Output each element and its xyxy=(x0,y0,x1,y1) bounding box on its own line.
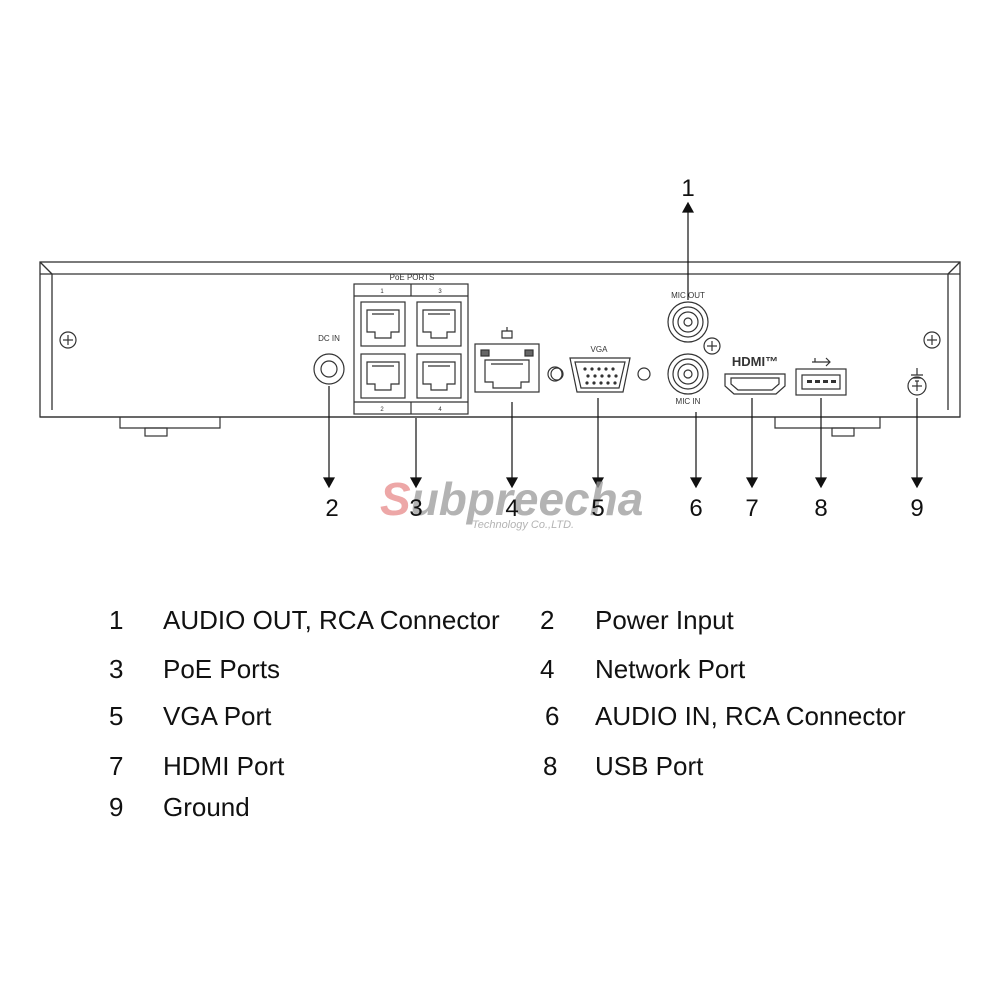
audio-screw-icon xyxy=(703,337,721,355)
legend-number: 3 xyxy=(109,654,124,684)
legend-label: Power Input xyxy=(595,605,734,635)
chassis xyxy=(39,261,961,418)
legend-label: AUDIO IN, RCA Connector xyxy=(595,701,906,731)
poe-ports-block: PoE PORTS 1 3 2 4 xyxy=(353,273,469,415)
poe-port-1 xyxy=(360,301,406,347)
poe-port-number: 2 xyxy=(380,407,384,413)
watermark-sub-text: Technology Co.,LTD. xyxy=(472,519,574,531)
callout-number: 2 xyxy=(325,495,338,522)
usb-port xyxy=(795,357,847,396)
legend-number: 4 xyxy=(540,654,555,684)
poe-port-2 xyxy=(360,353,406,399)
feet xyxy=(119,417,881,437)
hdmi-port: HDMI™ xyxy=(724,354,786,395)
ground-icon xyxy=(911,368,923,382)
legend-number: 2 xyxy=(540,605,555,635)
hdmi-logo: HDMI™ xyxy=(732,354,778,369)
watermark-main-text: Subpreecha xyxy=(380,473,643,525)
legend-number: 1 xyxy=(109,605,124,635)
legend-label: Network Port xyxy=(595,654,746,684)
legend-label: USB Port xyxy=(595,751,704,781)
callout-number: 4 xyxy=(505,495,518,522)
legend-number: 9 xyxy=(109,792,124,822)
callout-numbers: 1 2 3 4 5 6 7 8 9 xyxy=(325,175,923,522)
legend-label: VGA Port xyxy=(163,701,272,731)
vga-label: VGA xyxy=(591,345,609,354)
callout-number: 8 xyxy=(814,495,827,522)
poe-port-number: 1 xyxy=(380,289,384,295)
legend-number: 8 xyxy=(543,751,558,781)
network-symbol-icon xyxy=(501,327,513,339)
usb-icon xyxy=(812,357,831,367)
vga-port: VGA xyxy=(550,345,651,393)
poe-port-number: 3 xyxy=(438,289,442,295)
leader-lines xyxy=(322,201,924,489)
mic-in-label: MIC IN xyxy=(676,397,701,406)
callout-number: 9 xyxy=(910,495,923,522)
network-screw-icon xyxy=(547,366,563,382)
audio-in-rca: MIC IN xyxy=(667,353,709,406)
power-input-port: DC IN xyxy=(313,334,345,385)
legend-label: HDMI Port xyxy=(163,751,285,781)
right-screw-icon xyxy=(923,331,941,349)
callout-number: 5 xyxy=(591,495,604,522)
poe-port-4 xyxy=(416,353,462,399)
legend-number: 6 xyxy=(545,701,560,731)
watermark: Subpreecha Technology Co.,LTD. xyxy=(380,473,643,531)
legend-number: 7 xyxy=(109,751,124,781)
left-screw-icon xyxy=(59,331,77,349)
callout-number: 3 xyxy=(409,495,422,522)
legend-label: PoE Ports xyxy=(163,654,281,684)
poe-port-number: 4 xyxy=(438,407,442,413)
legend-label: AUDIO OUT, RCA Connector xyxy=(163,605,500,635)
poe-ports-label: PoE PORTS xyxy=(390,273,435,282)
legend-label: Ground xyxy=(163,792,250,822)
poe-port-3 xyxy=(416,301,462,347)
ground-terminal xyxy=(907,368,927,396)
dc-in-label: DC IN xyxy=(318,334,340,343)
callout-number: 1 xyxy=(681,175,694,202)
callout-number: 7 xyxy=(745,495,758,522)
callout-number: 6 xyxy=(689,495,702,522)
network-port xyxy=(474,327,540,393)
legend-number: 5 xyxy=(109,701,124,731)
